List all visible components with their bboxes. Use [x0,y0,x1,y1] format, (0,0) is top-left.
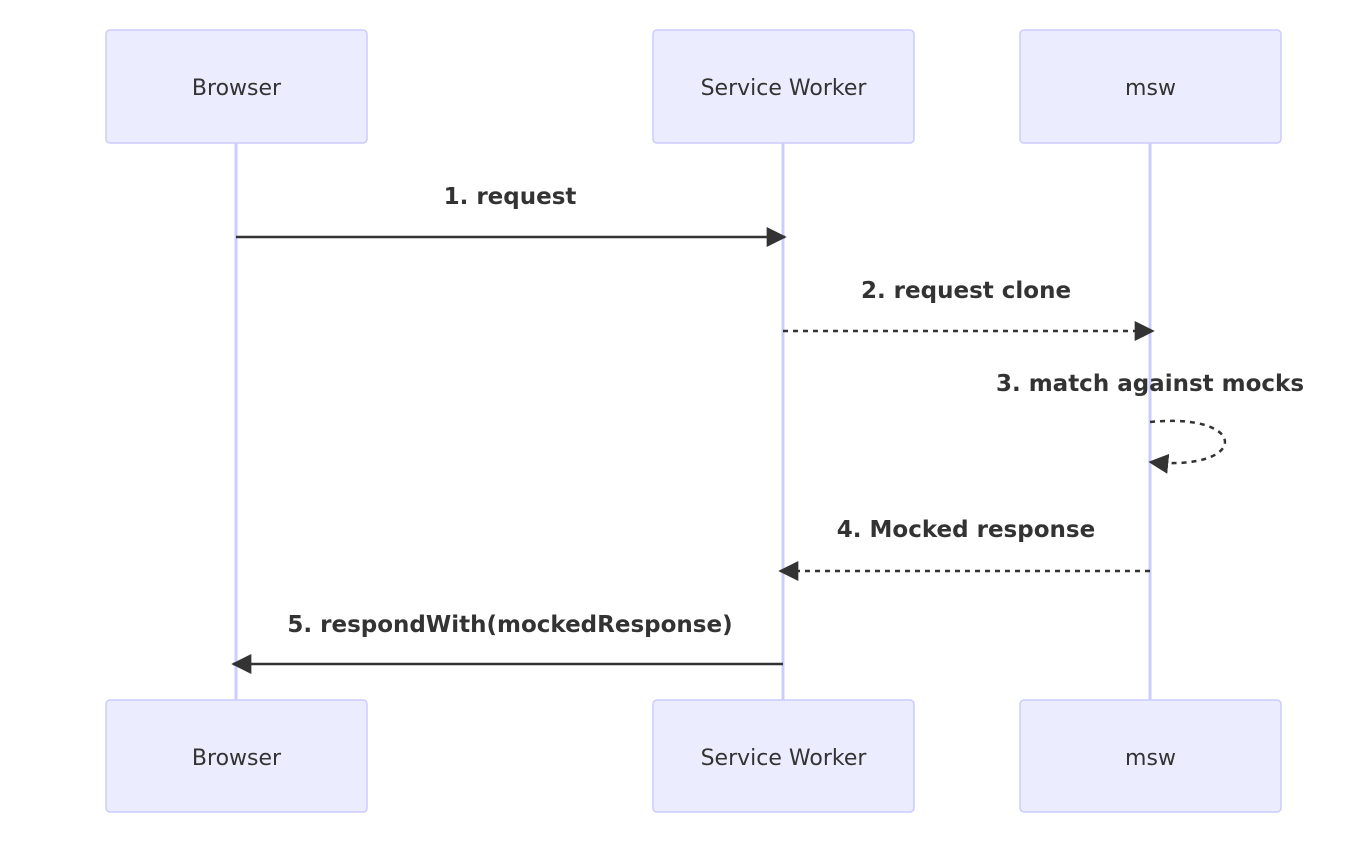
actor-top-browser-label: Browser [192,76,282,101]
actor-top-msw-label: msw [1125,76,1176,101]
message-4-label: 4. Mocked response [837,517,1095,543]
actor-bottom-msw: msw [1019,699,1282,813]
actor-top-msw: msw [1019,29,1282,144]
actor-bottom-msw-label: msw [1125,746,1176,771]
actor-top-browser: Browser [105,29,368,144]
actor-bottom-browser-label: Browser [192,746,282,771]
message-1-label: 1. request [444,184,577,210]
actor-top-service-worker: Service Worker [652,29,915,144]
message-2-label: 2. request clone [861,278,1071,304]
actor-bottom-browser: Browser [105,699,368,813]
message-3-arrow [1148,419,1226,474]
actor-top-service-worker-label: Service Worker [701,76,868,101]
actor-bottom-service-worker: Service Worker [652,699,915,813]
message-5-label: 5. respondWith(mockedResponse) [287,612,732,638]
message-3-label: 3. match against mocks [996,371,1304,397]
actor-bottom-service-worker-label: Service Worker [701,746,868,771]
